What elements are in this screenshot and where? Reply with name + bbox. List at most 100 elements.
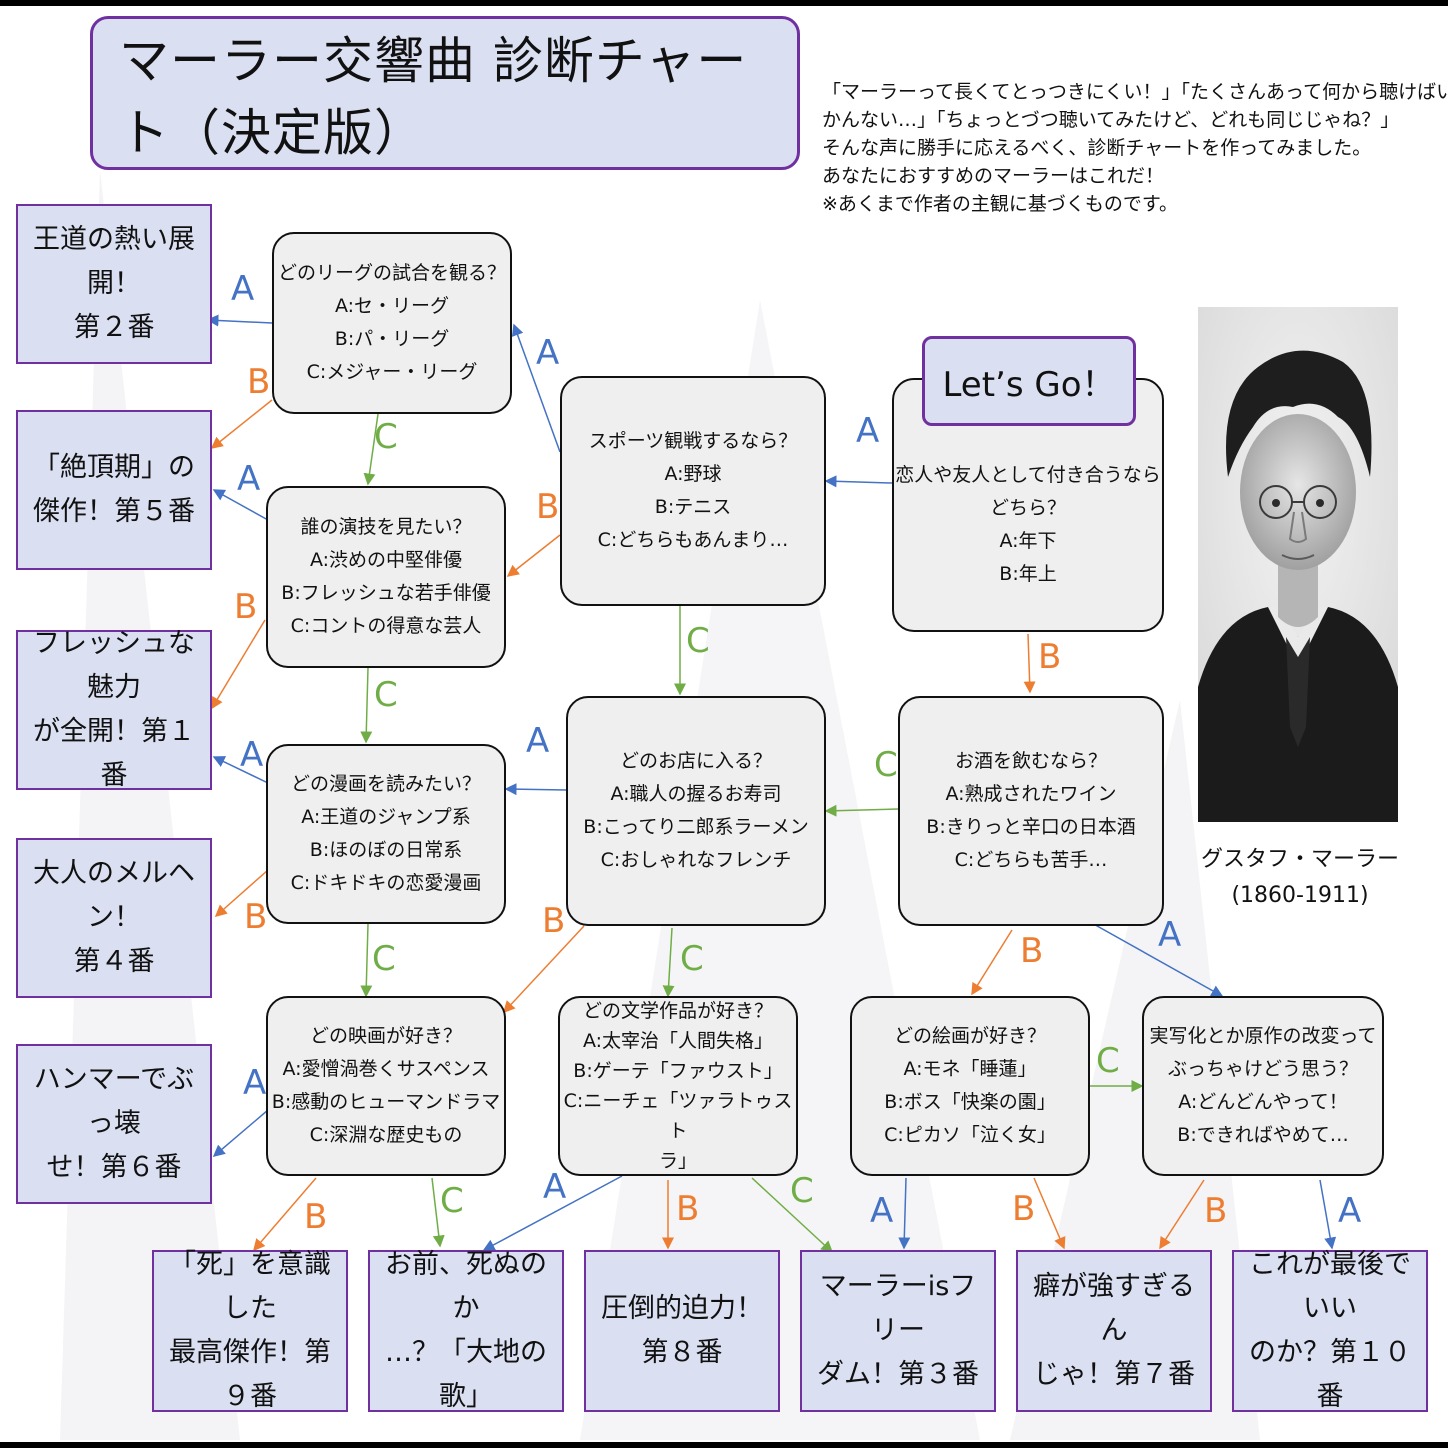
arrow-b	[1033, 1177, 1066, 1250]
branch-label-b: B	[542, 901, 566, 941]
question-shop[interactable]: どのお店に入る？ A:職人の握るお寿司 B:こってり二郎系ラーメン C:おしゃれ…	[566, 696, 826, 926]
branch-label-b: B	[247, 362, 271, 402]
option-b: B:ゲーテ「ファウスト」	[573, 1060, 783, 1082]
question-league[interactable]: どのリーグの試合を観る？ A:セ・リーグ B:パ・リーグ C:メジャー・リーグ	[272, 232, 512, 414]
arrow-b	[1023, 633, 1036, 694]
branch-label-c: C	[874, 745, 898, 785]
question-text: お酒を飲むなら？	[954, 750, 1107, 772]
branch-label-b: B	[1204, 1191, 1228, 1231]
arrow-b	[971, 929, 1013, 996]
branch-label-c: C	[374, 417, 398, 457]
branch-label-c: C	[680, 939, 704, 979]
question-adaptation[interactable]: 実写化とか原作の改変って ぶっちゃけどう思う？ A:どんどんやって！ B:できれ…	[1142, 996, 1384, 1176]
question-text: どのお店に入る？	[619, 750, 772, 772]
arrow-a	[206, 314, 273, 327]
branch-label-b: B	[244, 897, 268, 937]
branch-label-b: B	[1038, 637, 1062, 677]
bottom-border	[0, 1442, 1448, 1448]
result-symphony-7[interactable]: 癖が強すぎるんじゃ！第７番	[1016, 1250, 1212, 1412]
intro-line: そんな声に勝手に応えるべく、診断チャートを作ってみました。	[822, 137, 1372, 159]
branch-label-a: A	[240, 735, 264, 775]
result-symphony-4[interactable]: 大人のメルヘン！ 第４番	[16, 838, 212, 998]
arrow-a	[1089, 921, 1224, 997]
result-symphony-6[interactable]: ハンマーでぶっ壊せ！第６番	[16, 1044, 212, 1204]
branch-label-a: A	[870, 1191, 894, 1231]
start-button[interactable]: Let’s Go！	[922, 336, 1136, 426]
branch-label-a: A	[243, 1063, 267, 1103]
result-text: が全開！第１番	[33, 716, 195, 791]
option-a: A:セ・リーグ	[334, 295, 450, 317]
branch-label-a: A	[1338, 1191, 1362, 1231]
question-acting[interactable]: 誰の演技を見たい？ A:渋めの中堅俳優 B:フレッシュな若手俳優 C:コントの得…	[266, 486, 506, 668]
title-box: マーラー交響曲 診断チャート（決定版）	[90, 16, 800, 170]
option-b: B:こってり二郎系ラーメン	[583, 816, 809, 838]
arrow-a	[212, 756, 269, 784]
branch-label-b: B	[536, 487, 560, 527]
arrow-a	[898, 1177, 911, 1250]
branch-label-c: C	[1096, 1041, 1120, 1081]
result-symphony-5[interactable]: 「絶頂期」の傑作！第５番	[16, 410, 212, 570]
arrow-a	[212, 1109, 269, 1157]
result-symphony-10[interactable]: これが最後でいいのか？第１０番	[1232, 1249, 1428, 1412]
question-manga[interactable]: どの漫画を読みたい？ A:王道のジャンプ系 B:ほのぼの日常系 C:ドキドキの恋…	[266, 744, 506, 924]
option-b: B:年上	[999, 563, 1057, 585]
option-c: C:コントの得意な芸人	[290, 615, 482, 637]
result-symphony-1[interactable]: フレッシュな魅力が全開！第１番	[16, 628, 212, 791]
option-c: C:メジャー・リーグ	[306, 361, 478, 383]
question-text: どの文学作品が好き？	[582, 1000, 773, 1022]
result-text: フレッシュな魅力	[33, 628, 195, 703]
option-c: C:ドキドキの恋愛漫画	[290, 872, 482, 894]
question-painting[interactable]: どの絵画が好き？ A:モネ「睡蓮」 B:ボス「快楽の園」 C:ピカソ「泣く女」	[850, 996, 1090, 1176]
option-b: B:フレッシュな若手俳優	[281, 582, 491, 604]
question-sake[interactable]: お酒を飲むなら？ A:熟成されたワイン B:きりっと辛口の日本酒 C:どちらも苦…	[898, 696, 1164, 926]
portrait-name: グスタフ・マーラー	[1200, 847, 1399, 872]
option-a: A:太宰治「人間失格」	[582, 1030, 774, 1052]
arrow-c	[360, 923, 373, 998]
branch-label-c: C	[686, 621, 710, 661]
result-symphony-9[interactable]: 「死」を意識した最高傑作！第９番	[152, 1249, 348, 1412]
question-movie[interactable]: どの映画が好き？ A:愛憎渦巻くサスペンス B:感動のヒューマンドラマ C:深淵…	[266, 996, 506, 1176]
arrow-a	[212, 489, 269, 521]
option-c: C:ニーチェ「ツァラトゥスト	[563, 1090, 793, 1142]
option-c-cont: ラ」	[658, 1150, 697, 1172]
question-text: スポーツ観戦するなら？	[588, 430, 798, 452]
branch-label-a: A	[536, 333, 560, 373]
option-a: A:熟成されたワイン	[945, 783, 1117, 805]
result-symphony-3[interactable]: マーラーisフリーダム！第３番	[800, 1250, 996, 1412]
branch-label-b: B	[1020, 931, 1044, 971]
question-text: 誰の演技を見たい？	[300, 516, 472, 538]
result-symphony-8[interactable]: 圧倒的迫力！第８番	[584, 1250, 780, 1412]
question-sports[interactable]: スポーツ観戦するなら？ A:野球 B:テニス C:どちらもあんまり…	[560, 376, 826, 606]
branch-label-a: A	[543, 1167, 567, 1207]
intro-line: かんない…」「ちょっとづつ聴いてみたけど、どれも同じじゃね？」	[822, 109, 1400, 131]
arrow-a	[504, 783, 567, 796]
portrait-years: (1860-1911)	[1231, 883, 1369, 908]
branch-label-b: B	[304, 1197, 328, 1237]
question-literature[interactable]: どの文学作品が好き？ A:太宰治「人間失格」 B:ゲーテ「ファウスト」 C:ニー…	[558, 996, 798, 1176]
branch-label-a: A	[856, 411, 880, 451]
option-a: A:どんどんやって！	[1178, 1091, 1348, 1113]
arrow-a	[1319, 1179, 1337, 1250]
arrow-b	[506, 534, 561, 577]
arrow-c	[360, 667, 373, 744]
result-text: 第２番	[73, 312, 155, 343]
result-symphony-2[interactable]: 王道の熱い展開！第２番	[16, 204, 212, 364]
result-text: これが最後でいい	[1249, 1249, 1411, 1324]
intro-line: 「マーラーって長くてとっつきにくい！」「たくさんあって何から聴けばいいかわ	[822, 81, 1448, 103]
branch-label-c: C	[372, 939, 396, 979]
result-text: 第４番	[73, 946, 155, 977]
result-text: 最高傑作！第９番	[169, 1337, 331, 1412]
result-das-lied[interactable]: お前、死ぬのか…？「大地の歌」	[368, 1249, 564, 1412]
option-b: B:感動のヒューマンドラマ	[271, 1091, 501, 1113]
option-c: C:おしゃれなフレンチ	[600, 849, 792, 871]
option-a: A:モネ「睡蓮」	[903, 1058, 1037, 1080]
arrow-c	[751, 1177, 834, 1254]
arrow-b	[211, 619, 266, 710]
option-b: B:ほのぼの日常系	[309, 839, 463, 861]
result-text: 大人のメルヘン！	[33, 858, 195, 933]
portrait-photo	[1198, 307, 1398, 822]
branch-label-a: A	[526, 721, 550, 761]
branch-label-c: C	[790, 1171, 814, 1211]
result-text: じゃ！第７番	[1033, 1359, 1195, 1390]
question-text: どちら？	[989, 497, 1066, 519]
